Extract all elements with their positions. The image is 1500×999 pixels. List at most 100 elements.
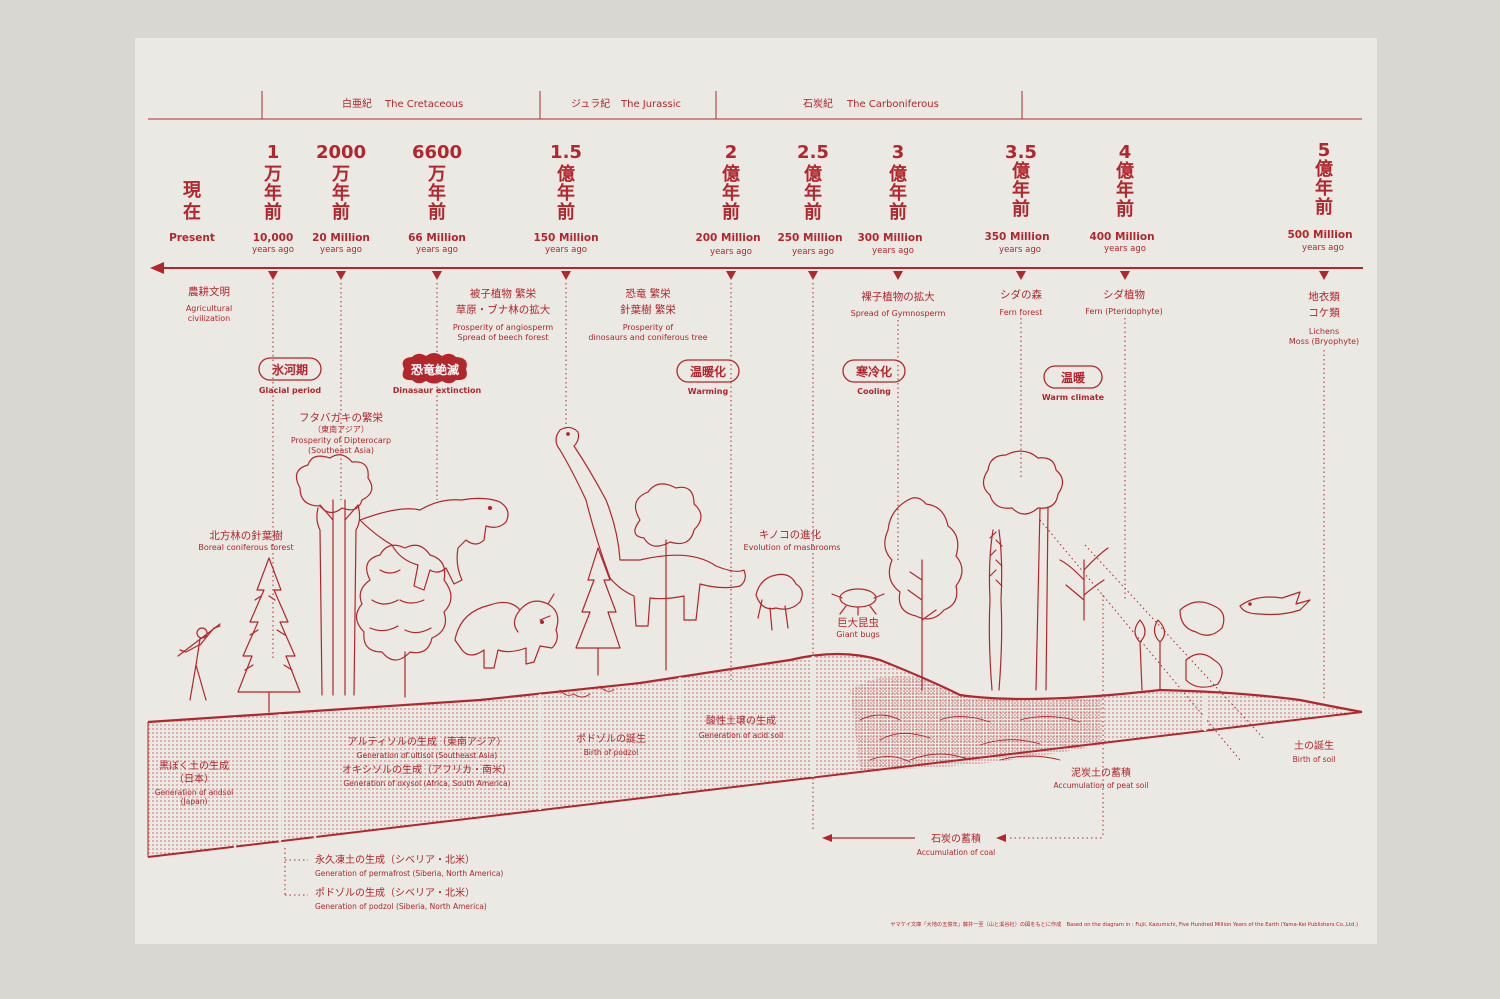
tick-150m-en: 150 Million: [533, 232, 598, 244]
tick-500m-en: 500 Million: [1287, 229, 1352, 241]
tick-66m-jp-3: 前: [428, 201, 446, 223]
acid-en: Generation of acid soil: [699, 731, 783, 740]
tick-250m-jp-2: 年: [804, 182, 822, 204]
triceratops-icon: [454, 593, 559, 669]
tick-20m-jp-1: 万: [331, 164, 350, 185]
tick-300m-en: 300 Million: [857, 232, 922, 244]
peat-jp: 泥炭土の蓄積: [1071, 766, 1131, 779]
conifer-tree-icon: [237, 557, 301, 713]
badge-glacial: [258, 357, 322, 381]
mushroom-jp: キノコの進化: [759, 528, 822, 541]
gymno-en: Spread of Gymnosperm: [851, 309, 946, 318]
dino-en-2: dinosaurs and coniferous tree: [588, 333, 707, 342]
diptero-jp-2: （東南アジア）: [313, 424, 369, 434]
tick-10k-en: 10,000: [253, 232, 294, 244]
tick-200m-jp-1: 億: [722, 163, 740, 185]
sauropod-icon: [555, 426, 746, 627]
badge-warming-jp: 温暖化: [690, 364, 726, 379]
coal-en: Accumulation of coal: [917, 848, 996, 857]
fern-en: Fern (Pteridophyte): [1085, 307, 1162, 316]
lichen-jp-2: コケ類: [1308, 307, 1340, 319]
giant-bug-icon: [831, 588, 885, 616]
badge-warming-en: Warming: [688, 387, 729, 396]
tick-200m-en: 200 Million: [695, 232, 760, 244]
lichen-en-2: Moss (Bryophyte): [1289, 337, 1359, 346]
oxysol-jp: オキシソルの生成（アフリカ・南米）: [342, 763, 512, 776]
badge-warming: [676, 359, 740, 383]
climate-badges: 氷河期 Glacial period 恐竜絶滅 Dinasaur extinct…: [258, 353, 1105, 402]
boreal-en: Boreal coniferous forest: [198, 543, 293, 552]
era-carboniferous-en: The Carboniferous: [846, 99, 939, 110]
tick-350m-en: 350 Million: [984, 231, 1049, 243]
tick-10k-sub: years ago: [252, 245, 294, 255]
tick-150m-jp-1: 億: [557, 163, 575, 185]
tick-500m-sub: years ago: [1302, 243, 1344, 253]
angiosperm-bush-icon: [355, 544, 452, 698]
badge-extinction-en: Dinasaur extinction: [393, 386, 482, 395]
bugs-en: Giant bugs: [836, 630, 879, 639]
angio-jp-1: 被子植物 繁栄: [470, 287, 537, 300]
peat-en: Accumulation of peat soil: [1053, 781, 1148, 790]
tick-350m-jp-2: 年: [1012, 179, 1030, 201]
tick-500m-jp-2: 年: [1315, 177, 1333, 199]
andsol-en-1: Generation of andsol: [155, 788, 234, 797]
fern-plant-icon: [1059, 547, 1109, 621]
badge-cooling-jp: 寒冷化: [855, 364, 892, 379]
tick-500m-jp-1: 億: [1315, 158, 1333, 180]
tick-20m-jp-2: 年: [332, 182, 350, 204]
fernforest-en: Fern forest: [1000, 308, 1043, 317]
gymno-jp: 裸子植物の拡大: [861, 290, 935, 303]
human-icon: [177, 623, 221, 701]
gymnosperm-tree-icon: [884, 497, 963, 691]
tick-350m-jp-3: 前: [1012, 198, 1030, 220]
mushroom-icon: [755, 573, 803, 631]
fern-jp: シダ植物: [1103, 288, 1145, 301]
tick-150m-num: 1.5: [550, 142, 582, 163]
tick-150m-jp-2: 年: [557, 182, 575, 204]
agri-en-1: Agricultural: [186, 304, 232, 313]
era-jurassic-en: The Jurassic: [620, 99, 681, 110]
tick-present-jp-2: 在: [183, 201, 201, 223]
diptero-en-2: (Southeast Asia): [308, 446, 374, 455]
tick-200m-jp-2: 年: [722, 182, 740, 204]
lichen-en-1: Lichens: [1309, 327, 1339, 336]
tick-300m-sub: years ago: [872, 246, 914, 256]
tick-400m-jp-2: 年: [1116, 179, 1134, 201]
era-cretaceous-jp: 白亜紀: [342, 97, 372, 110]
jurassic-conifer-icon: [575, 483, 702, 676]
fernforest-jp: シダの森: [1000, 288, 1042, 301]
tick-300m-jp-1: 億: [889, 163, 907, 185]
agri-jp: 農耕文明: [188, 285, 230, 298]
ultisol-jp: アルティソルの生成（東南アジア）: [348, 735, 507, 748]
soilbirth-jp: 土の誕生: [1294, 739, 1334, 752]
ancient-fish-icon: [1239, 591, 1311, 616]
tick-400m-jp-1: 億: [1116, 160, 1134, 182]
soil-band: [147, 652, 1363, 858]
ultisol-en: Generation of ultisol (Southeast Asia): [357, 751, 498, 760]
diptero-jp-1: フタバガキの繁栄: [299, 411, 383, 424]
soil-labels: 黒ぼく土の生成 （日本） Generation of andsol (Japan…: [155, 714, 1336, 911]
tick-10k-jp-1: 万: [263, 164, 282, 185]
andsol-en-2: (Japan): [181, 797, 208, 806]
tick-150m-sub: years ago: [545, 245, 587, 255]
tick-400m-en: 400 Million: [1089, 231, 1154, 243]
tick-300m-jp-2: 年: [889, 182, 907, 204]
badge-warm-en: Warm climate: [1042, 393, 1105, 402]
soilbirth-en: Birth of soil: [1293, 755, 1336, 764]
tick-20m-en: 20 Million: [312, 232, 370, 244]
tick-200m-sub: years ago: [710, 247, 752, 257]
angio-en-1: Prosperity of angiosperm: [453, 323, 554, 332]
event-labels: 農耕文明 Agricultural civilization 被子植物 繁栄 草…: [186, 285, 1359, 639]
tick-300m-num: 3: [892, 142, 905, 163]
badge-glacial-en: Glacial period: [259, 386, 321, 395]
poster: 白亜紀 The Cretaceous ジュラ紀 The Jurassic 石炭紀…: [135, 38, 1377, 944]
tick-250m-num: 2.5: [797, 142, 829, 163]
tick-20m-jp-3: 前: [332, 201, 350, 223]
tick-400m-sub: years ago: [1104, 244, 1146, 254]
permafrost-en: Generation of permafrost (Siberia, North…: [315, 869, 503, 878]
tick-66m-num: 6600: [412, 142, 462, 163]
era-cretaceous-en: The Cretaceous: [384, 99, 463, 110]
tick-10k-jp-3: 前: [264, 201, 282, 223]
tick-66m-jp-1: 万: [427, 164, 446, 185]
oxysol-en: Generation of oxysol (Africa, South Amer…: [343, 779, 510, 788]
